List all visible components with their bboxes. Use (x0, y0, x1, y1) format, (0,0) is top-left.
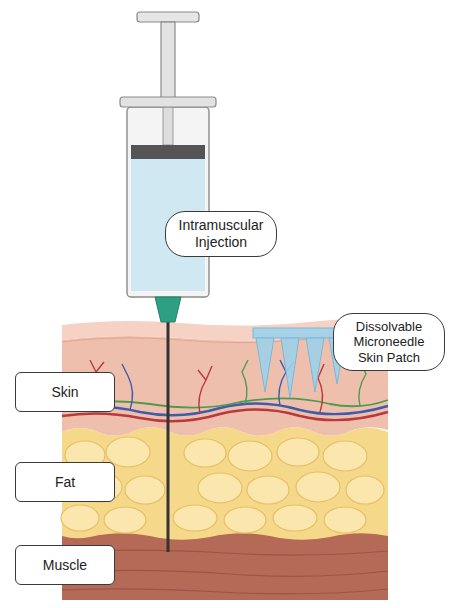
label-text: Fat (55, 474, 75, 491)
fat-cell (173, 505, 217, 531)
needle-hub (155, 297, 181, 322)
fat-cell (104, 507, 146, 533)
capillary (122, 364, 133, 410)
fat-cell (224, 507, 266, 533)
plunger-stopper (131, 145, 205, 159)
layer-label: Fat (15, 462, 115, 502)
capillary (242, 360, 248, 404)
fat-cell (198, 473, 242, 503)
fat-cell (125, 476, 165, 504)
callout-label: Dissolvable Microneedle Skin Patch (333, 313, 445, 371)
plunger-rod (161, 22, 175, 100)
callout-label: Intramuscular Injection (165, 211, 277, 257)
fat-cell (184, 439, 226, 467)
fat-cell (273, 505, 317, 531)
fat-cell (277, 438, 319, 466)
label-text: Muscle (43, 557, 87, 574)
capillary (198, 366, 212, 414)
microneedle (306, 338, 324, 392)
microneedle (256, 338, 274, 392)
fat-cell (296, 472, 340, 502)
label-text: Dissolvable Microneedle Skin Patch (342, 319, 436, 366)
label-text: Skin (51, 384, 78, 401)
plunger-cap (137, 12, 199, 22)
muscle-fiber (62, 589, 388, 594)
plunger-rod (163, 107, 173, 145)
fat-cell (228, 441, 272, 471)
needle (167, 318, 170, 552)
fat-cell (247, 476, 289, 504)
fat-cell (323, 441, 367, 471)
syringe-barrel (127, 107, 209, 297)
layer-label: Skin (15, 372, 115, 412)
microneedle (281, 338, 299, 398)
label-text: Intramuscular Injection (174, 217, 268, 251)
fat-cell (324, 507, 366, 533)
barrel-flange (120, 97, 216, 107)
fat-cell (61, 505, 99, 531)
layer-label: Muscle (15, 545, 115, 585)
fat-cell (346, 476, 384, 504)
